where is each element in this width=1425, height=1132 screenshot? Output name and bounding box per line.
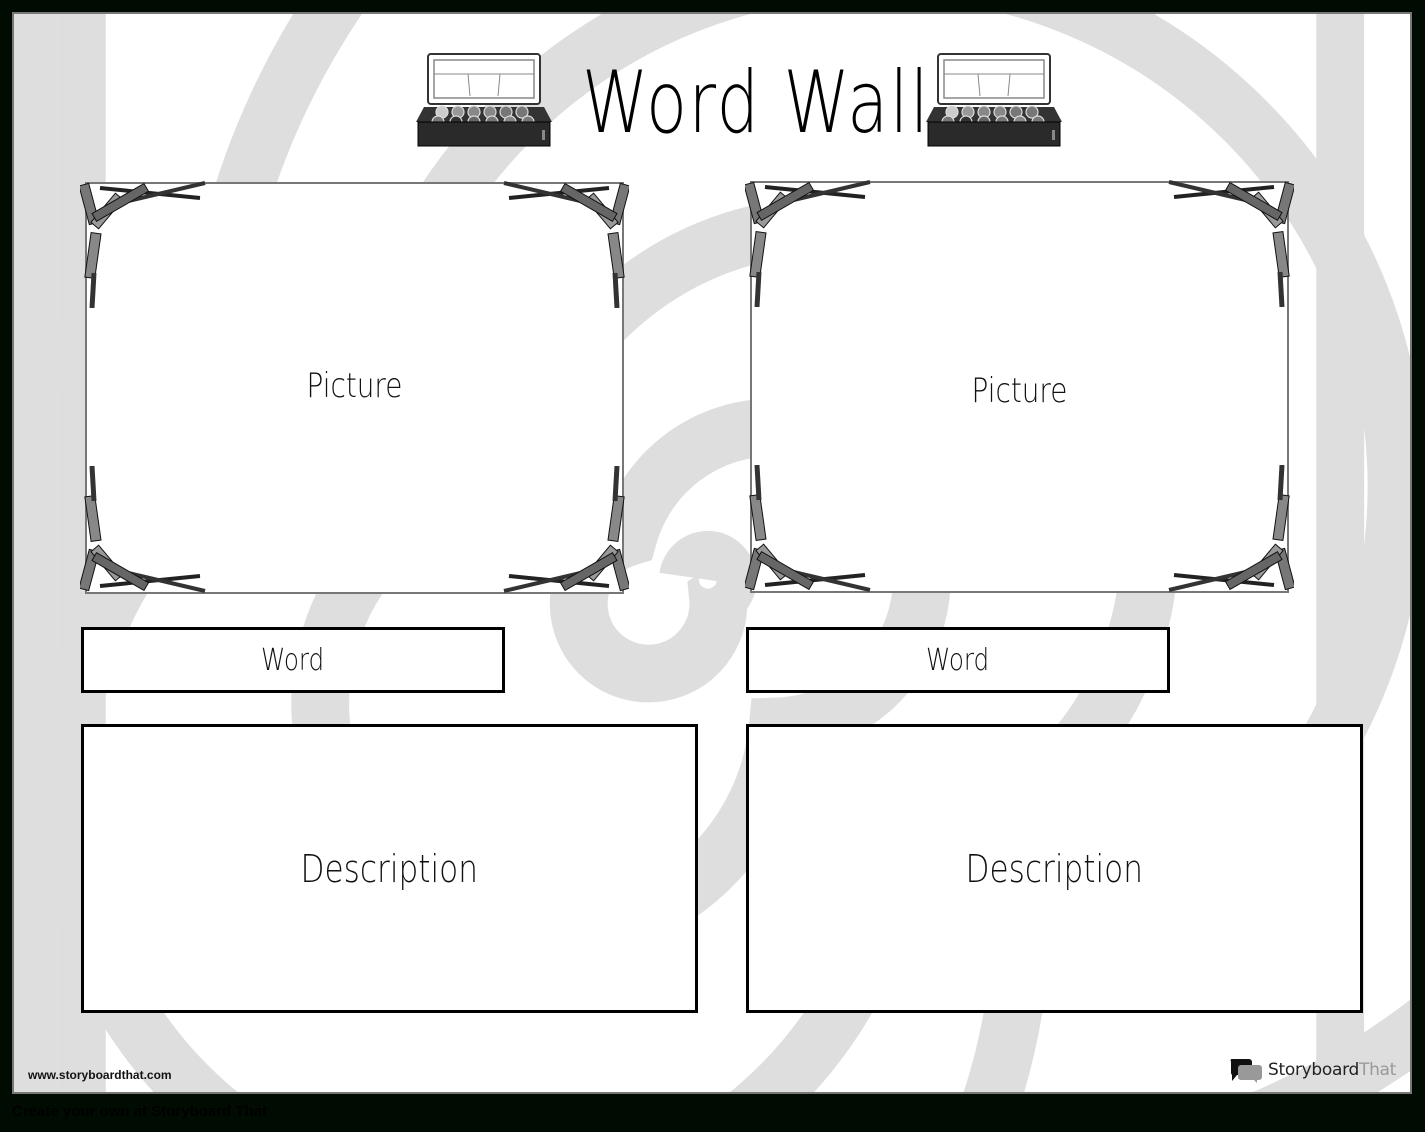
picture-label: Picture <box>971 371 1068 411</box>
crayon-pile-icon <box>745 465 871 592</box>
description-label: Description <box>300 846 479 891</box>
word-label: Word <box>926 642 990 678</box>
description-box-left[interactable]: Description <box>81 724 698 1013</box>
crayon-pile-icon <box>503 466 629 593</box>
create-your-own-link[interactable]: Create your own at Storyboard That <box>12 1103 268 1120</box>
worksheet-page: Word Wall Picture <box>12 12 1412 1094</box>
brand-name-primary: Storyboard <box>1268 1060 1359 1080</box>
description-label: Description <box>965 846 1144 891</box>
website-url[interactable]: www.storyboardthat.com <box>28 1068 172 1082</box>
description-box-right[interactable]: Description <box>746 724 1363 1013</box>
brand-name-secondary: That <box>1359 1060 1397 1080</box>
crayon-pile-icon <box>80 466 206 593</box>
word-box-left[interactable]: Word <box>81 627 505 693</box>
crayon-pile-icon <box>745 180 871 307</box>
word-label: Word <box>261 642 325 678</box>
speech-bubbles-icon <box>1230 1059 1262 1083</box>
storyboardthat-logo[interactable]: StoryboardThat <box>1229 1057 1396 1083</box>
crayon-pile-icon <box>503 181 629 308</box>
picture-label: Picture <box>306 366 403 406</box>
picture-frame-right[interactable]: Picture <box>750 181 1289 593</box>
paint-set-icon <box>926 53 1062 147</box>
crayon-pile-icon <box>1168 180 1294 307</box>
worksheet-title: Word Wall <box>582 53 931 153</box>
picture-frame-left[interactable]: Picture <box>85 182 624 594</box>
word-box-right[interactable]: Word <box>746 627 1170 693</box>
crayon-pile-icon <box>80 181 206 308</box>
crayon-pile-icon <box>1168 465 1294 592</box>
paint-set-icon <box>416 53 552 147</box>
